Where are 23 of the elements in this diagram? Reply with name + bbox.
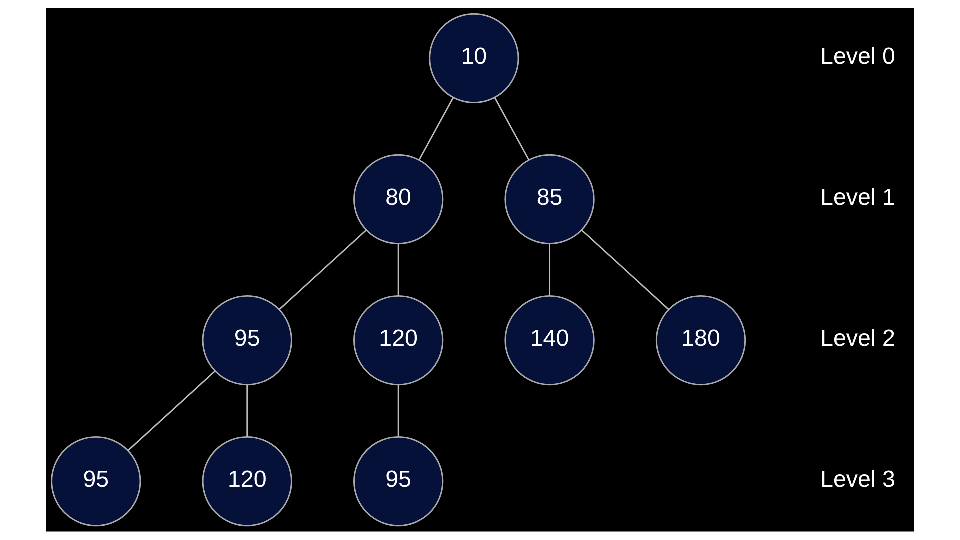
label: Level 0 <box>820 42 896 69</box>
label: Level 1 <box>820 184 896 210</box>
node-circle: 120 <box>202 436 292 527</box>
node-circle: 120 <box>354 295 444 386</box>
label: Level 3 <box>820 466 896 492</box>
connector <box>278 230 367 310</box>
connector <box>418 98 454 160</box>
node-circle: 140 <box>504 295 595 386</box>
node-circle: 85 <box>504 154 595 245</box>
node-circle: 10 <box>429 13 520 104</box>
label: Level 2 <box>820 325 896 352</box>
connector <box>494 98 530 160</box>
connector <box>549 244 551 296</box>
node-circle: 95 <box>354 436 444 527</box>
connector <box>246 384 248 438</box>
connector <box>581 230 670 310</box>
connector <box>128 370 216 452</box>
connector <box>398 244 400 296</box>
node-circle: 180 <box>656 295 746 386</box>
connector <box>398 384 400 438</box>
node-circle: 95 <box>51 436 142 527</box>
node-circle: 80 <box>354 154 444 245</box>
node-circle: 95 <box>202 295 292 386</box>
